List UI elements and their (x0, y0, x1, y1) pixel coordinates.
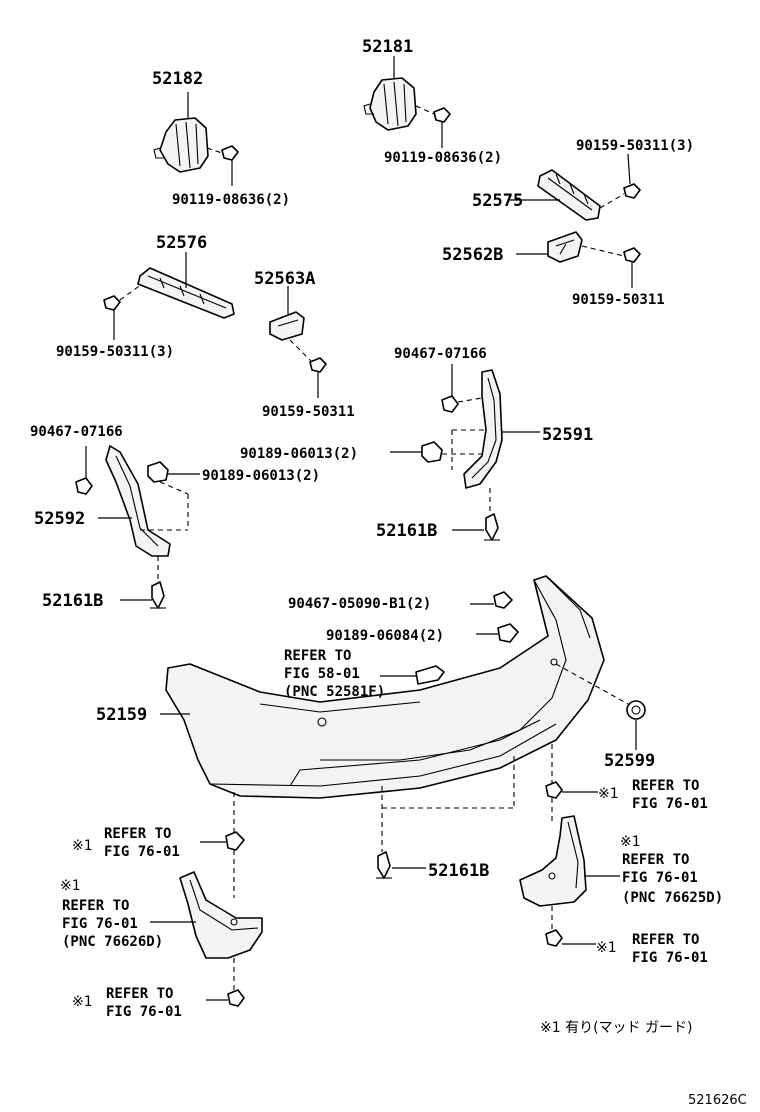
label-52576: 52576 (156, 233, 207, 253)
nut-90189-a[interactable] (421, 441, 443, 463)
label-52161B-b: 52161B (42, 591, 103, 611)
diagram-code: 521626C (688, 1093, 747, 1108)
clip-90467-b[interactable] (75, 477, 93, 495)
bolt-left-lower[interactable] (227, 989, 245, 1007)
bolt-90159-d[interactable] (309, 357, 327, 373)
label-90159-50311-3b: 90159-50311(3) (56, 344, 174, 360)
mark-right-lower: ※1 (596, 940, 617, 956)
label-90467-07166-a: 90467-07166 (394, 346, 487, 362)
label-52591: 52591 (542, 425, 593, 445)
label-90189-06013-b: 90189-06013(2) (202, 468, 320, 484)
label-52562B: 52562B (442, 245, 503, 265)
clip-52599[interactable] (626, 700, 646, 720)
label-90159-50311-b: 90159-50311 (262, 404, 355, 420)
label-52599: 52599 (604, 751, 655, 771)
part-52576-retainer[interactable] (137, 267, 235, 319)
footnote: ※1 有り(マッド ガード) (540, 1020, 692, 1036)
label-fig-left-lower: FIG 76-01 (106, 1004, 182, 1020)
label-pnc-76626D: (PNC 76626D) (62, 934, 163, 950)
mark-left-upper: ※1 (72, 838, 93, 854)
label-90119-08636-b: 90119-08636(2) (384, 150, 502, 166)
bolt-90159-a[interactable] (623, 183, 641, 199)
label-refer-left-lower: REFER TO (106, 986, 173, 1002)
label-90189-06013-a: 90189-06013(2) (240, 446, 358, 462)
label-fig-right-lower: FIG 76-01 (632, 950, 708, 966)
part-52563A-bracket[interactable] (269, 311, 305, 341)
label-pnc-76625D: (PNC 76625D) (622, 890, 723, 906)
label-refer-right-lower: REFER TO (632, 932, 699, 948)
clip-left-upper[interactable] (225, 831, 245, 851)
label-fig-right-upper: FIG 76-01 (632, 796, 708, 812)
label-90159-50311-a: 90159-50311 (572, 292, 665, 308)
mark-right-mudguard: ※1 (620, 834, 641, 850)
label-52161B-c: 52161B (428, 861, 489, 881)
reflector-refer-58-01[interactable] (415, 665, 445, 685)
label-52575: 52575 (472, 191, 523, 211)
part-52562B-bracket[interactable] (547, 231, 583, 263)
clip-right-upper[interactable] (545, 781, 563, 799)
bolt-right-lower[interactable] (545, 929, 563, 947)
label-52592: 52592 (34, 509, 85, 529)
label-90159-50311-3a: 90159-50311(3) (576, 138, 694, 154)
label-fig-left-upper: FIG 76-01 (104, 844, 180, 860)
nut-90189-b[interactable] (147, 461, 169, 483)
label-90467-05090-B1: 90467-05090-B1(2) (288, 596, 431, 612)
clip-52161B-b[interactable] (150, 581, 166, 609)
clip-90467-a[interactable] (441, 395, 459, 413)
label-fig-right-mudguard: FIG 76-01 (622, 870, 698, 886)
part-52575-retainer[interactable] (537, 169, 601, 221)
label-refer-left-mudguard: REFER TO (62, 898, 129, 914)
part-52182-bracket[interactable] (153, 117, 209, 173)
part-52181-bracket[interactable] (363, 77, 417, 131)
label-52159: 52159 (96, 705, 147, 725)
bolt-90159-c[interactable] (103, 295, 121, 311)
label-52161B-a: 52161B (376, 521, 437, 541)
clip-52161B-a[interactable] (484, 513, 500, 541)
label-90467-07166-b: 90467-07166 (30, 424, 123, 440)
label-90119-08636-a: 90119-08636(2) (172, 192, 290, 208)
label-refer-right-upper: REFER TO (632, 778, 699, 794)
bolt-90119-b[interactable] (433, 107, 451, 123)
label-ref58-line2: FIG 58-01 (284, 666, 360, 682)
part-52591-bracket[interactable] (463, 369, 503, 489)
bolt-90119-a[interactable] (221, 145, 239, 161)
mark-left-lower: ※1 (72, 994, 93, 1010)
label-52181: 52181 (362, 37, 413, 57)
part-52159-bumper-cover[interactable] (165, 575, 605, 799)
label-fig-left-mudguard: FIG 76-01 (62, 916, 138, 932)
label-refer-left-upper: REFER TO (104, 826, 171, 842)
label-52563A: 52563A (254, 269, 315, 289)
part-76626D-mud-guard[interactable] (179, 871, 263, 959)
label-ref58-line1: REFER TO (284, 648, 351, 664)
nut-90189-c[interactable] (497, 623, 519, 643)
clip-90467-c[interactable] (493, 591, 513, 609)
mark-left-mudguard: ※1 (60, 878, 81, 894)
bolt-90159-b[interactable] (623, 247, 641, 263)
part-76625D-mud-guard[interactable] (519, 815, 587, 907)
clip-52161B-c[interactable] (376, 851, 392, 879)
label-refer-right-mudguard: REFER TO (622, 852, 689, 868)
mark-right-upper: ※1 (598, 786, 619, 802)
label-ref58-line3: (PNC 52581F) (284, 684, 385, 700)
part-52592-bracket[interactable] (105, 445, 171, 557)
label-90189-06084: 90189-06084(2) (326, 628, 444, 644)
label-52182: 52182 (152, 69, 203, 89)
